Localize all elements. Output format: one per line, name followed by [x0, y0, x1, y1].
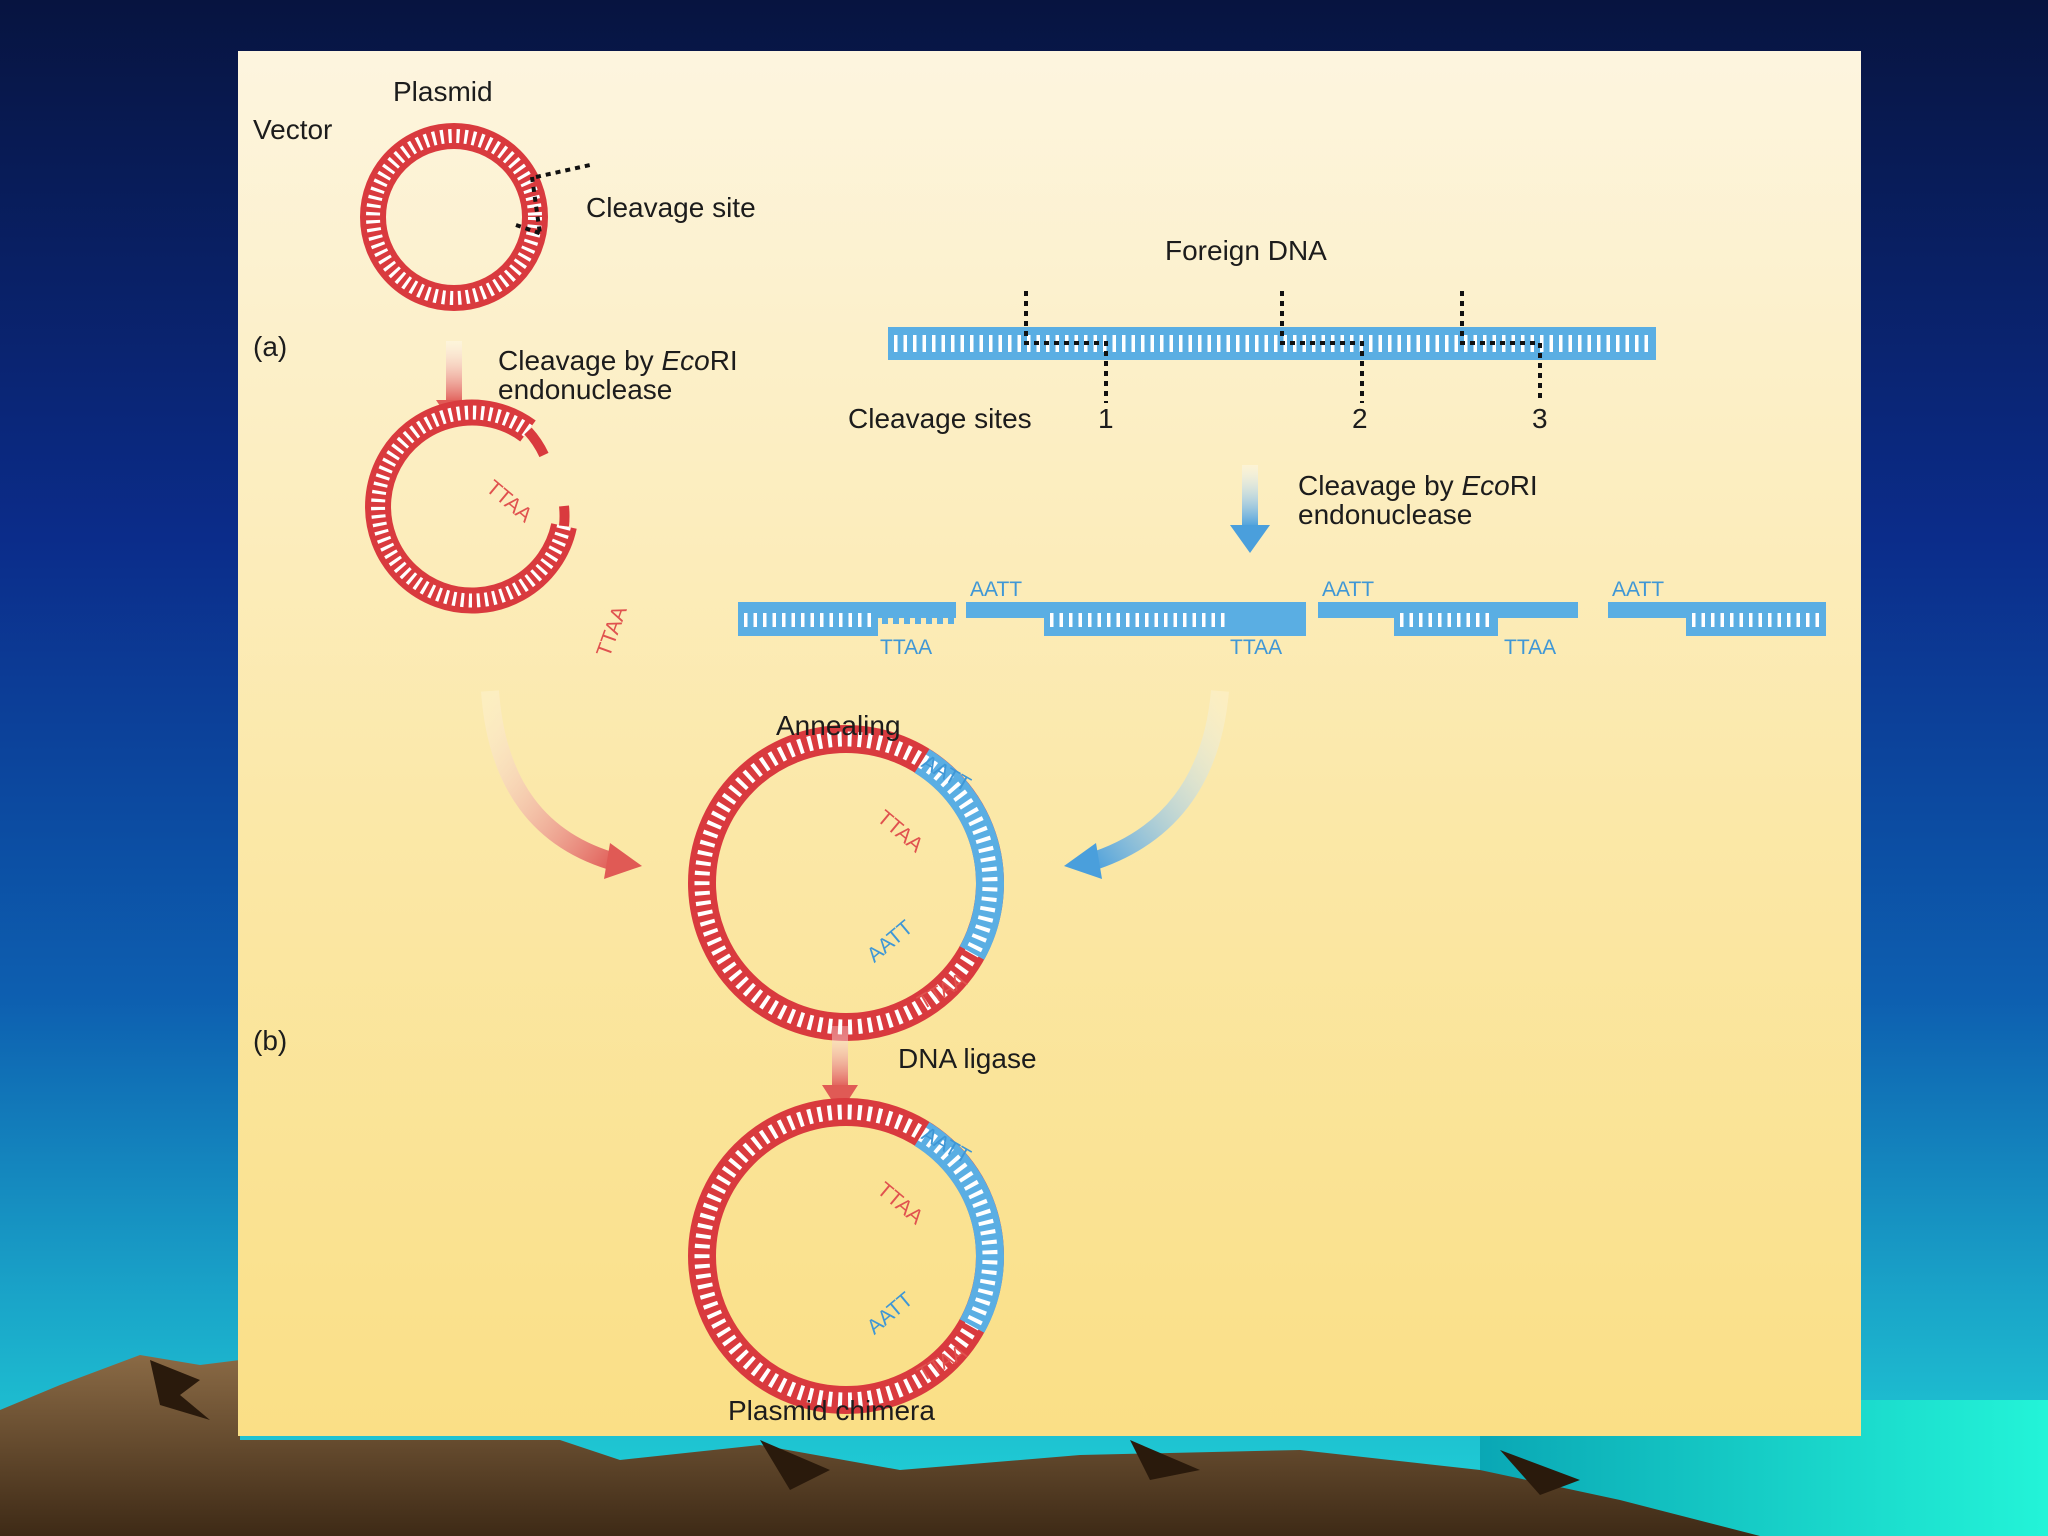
figure-panel: Plasmid Vector Cleavage site (a) Cleavag…	[238, 51, 1861, 1436]
vector-label: Vector	[253, 114, 333, 145]
foreign-dna-cut-lines	[1024, 291, 1542, 403]
part-b-label: (b)	[253, 1025, 288, 1056]
fragment-2-ttaa: TTAA	[1230, 636, 1283, 659]
fragment-4	[1608, 602, 1826, 636]
plasmid-cleavage-site-marker	[515, 163, 591, 236]
curved-arrow-red	[481, 690, 642, 879]
dna-ligase-label: DNA ligase	[898, 1043, 1037, 1074]
part-a-label: (a)	[253, 331, 288, 362]
cleavage-site-number-3: 3	[1532, 403, 1548, 434]
plasmid-chimera-label: Plasmid chimera	[728, 1395, 935, 1426]
annealing-label: Annealing	[776, 710, 901, 741]
cleavage-caption-a: Cleavage by EcoRI endonuclease	[498, 345, 738, 406]
fragment-2	[966, 602, 1306, 636]
recombinant-dna-diagram	[360, 123, 1826, 1414]
cleavage-site-number-1: 1	[1098, 403, 1114, 434]
plasmid-label: Plasmid	[393, 76, 493, 107]
foreign-dna-label: Foreign DNA	[1165, 235, 1327, 266]
curved-arrow-blue	[1064, 690, 1229, 879]
fragment-1	[738, 602, 956, 636]
fragment-3-aatt: AATT	[1322, 578, 1375, 601]
fragment-2-aatt: AATT	[970, 578, 1023, 601]
plasmid-ring	[360, 123, 548, 311]
fragment-3-ttaa: TTAA	[1504, 636, 1557, 659]
cleavage-caption-foreign: Cleavage by EcoRI endonuclease	[1298, 470, 1538, 531]
cleavage-arrow-foreign	[1230, 465, 1270, 553]
cleavage-sites-label: Cleavage sites	[848, 403, 1032, 434]
cut-plasmid	[365, 399, 577, 614]
plasmid-chimera	[688, 1098, 1004, 1414]
cleavage-site-number-2: 2	[1352, 403, 1368, 434]
foreign-dna-fragments	[738, 602, 1826, 636]
cleavage-site-label: Cleavage site	[586, 192, 756, 223]
fragment-4-aatt: AATT	[1612, 578, 1665, 601]
fragment-1-ttaa: TTAA	[880, 636, 933, 659]
fragment-3	[1318, 602, 1578, 636]
